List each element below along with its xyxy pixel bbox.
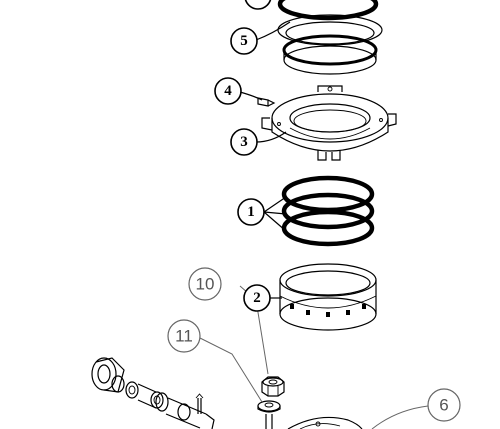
part-5-seal-ring [277, 14, 383, 75]
callout-4: 4 [214, 77, 242, 105]
part-1-o-rings [281, 175, 375, 247]
callout-10-label: 10 [196, 275, 215, 294]
callout-3-label: 3 [240, 134, 248, 150]
part-10-nut [261, 376, 285, 397]
callout-2: 2 [243, 284, 271, 312]
callout-1-label: 1 [247, 204, 255, 220]
part-11-washer [257, 400, 281, 413]
callout-3: 3 [230, 128, 258, 156]
callout-4-label: 4 [224, 83, 232, 99]
callout-6-label: 6 [439, 396, 448, 415]
bolt-shaft [265, 414, 273, 429]
callout-11-label: 11 [175, 327, 193, 346]
part-4-pin [257, 97, 276, 107]
part-3-mounting-ring [261, 85, 397, 161]
callout-2-label: 2 [253, 290, 261, 306]
part-2-slotted-ring [279, 263, 377, 331]
callout-10: 10 [188, 267, 222, 301]
callout-11: 11 [167, 319, 201, 353]
part-6-housing [287, 416, 363, 429]
callout-5: 5 [230, 27, 258, 55]
callout-1: 1 [237, 198, 265, 226]
leader-lines [195, 21, 429, 429]
shaft-assembly [91, 357, 215, 429]
callout-top-partial [244, 0, 272, 10]
callout-6: 6 [427, 388, 461, 422]
callout-5-label: 5 [240, 33, 248, 49]
part-top-ring [277, 0, 379, 21]
